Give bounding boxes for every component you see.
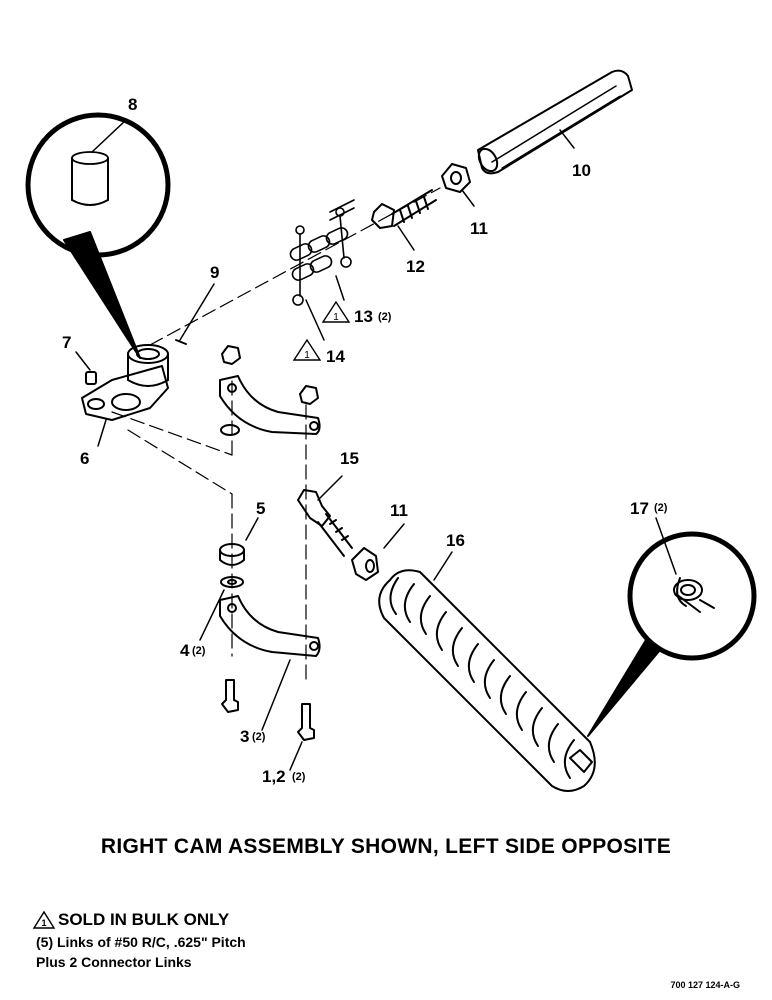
- tensioner-tube: [477, 69, 633, 175]
- tri-num-13: 1: [333, 312, 339, 323]
- callout-15: 15: [340, 449, 359, 468]
- callout-13: 13: [354, 307, 373, 326]
- lower-arm: [219, 543, 321, 741]
- bulk-triangle-13: [321, 300, 351, 323]
- warning-triangle-icon: 1: [32, 910, 56, 929]
- callout-1-2: 1,2: [262, 767, 286, 786]
- callout-6: 6: [80, 449, 89, 468]
- callout-1-2-qty: (2): [292, 771, 306, 783]
- note-title: SOLD IN BULK ONLY: [58, 910, 230, 929]
- tri-num-14: 1: [304, 350, 310, 361]
- roller-chain: [289, 199, 355, 306]
- callout-4-qty: (2): [192, 645, 206, 657]
- callout-4: 4: [180, 641, 190, 660]
- diagram-caption: RIGHT CAM ASSEMBLY SHOWN, LEFT SIDE OPPO…: [100, 835, 672, 858]
- note-line-2: Plus 2 Connector Links: [36, 954, 192, 970]
- note-tri-num: 1: [41, 918, 46, 928]
- exploded-parts-diagram: 1 1 8 10 11 12 9 13 (2) 14 7 6 15 5 11 1…: [25, 69, 757, 792]
- leader-lines: [75, 119, 677, 771]
- drawing-reference: 700 127 124-A-G: [670, 980, 740, 990]
- bushing-detail-circle: [25, 112, 171, 359]
- callout-13-qty: (2): [378, 311, 392, 323]
- callout-12: 12: [406, 257, 425, 276]
- callout-16: 16: [446, 531, 465, 550]
- callout-11-top: 11: [470, 219, 488, 238]
- callout-3: 3: [240, 727, 249, 746]
- callout-3-qty: (2): [252, 731, 266, 743]
- callout-10: 10: [572, 161, 591, 180]
- callout-14: 14: [326, 347, 345, 366]
- callout-7: 7: [62, 333, 71, 352]
- callout-11-lower: 11: [390, 501, 408, 520]
- cam-roller: [378, 569, 596, 792]
- callout-17: 17: [630, 499, 649, 518]
- bulk-note: 1 SOLD IN BULK ONLY (5) Links of #50 R/C…: [32, 910, 246, 970]
- callout-17-qty: (2): [654, 502, 668, 514]
- callout-9: 9: [210, 263, 219, 282]
- note-line-1: (5) Links of #50 R/C, .625" Pitch: [36, 934, 246, 950]
- callout-5: 5: [256, 499, 265, 518]
- eye-bolt-lower: [297, 489, 379, 581]
- callout-8: 8: [128, 95, 137, 114]
- cam-bracket: [81, 339, 187, 421]
- upper-arm: [219, 345, 321, 436]
- bulk-triangle-14: [292, 338, 322, 361]
- bearing-detail-circle: [587, 531, 757, 737]
- hex-nut-top: [441, 163, 471, 193]
